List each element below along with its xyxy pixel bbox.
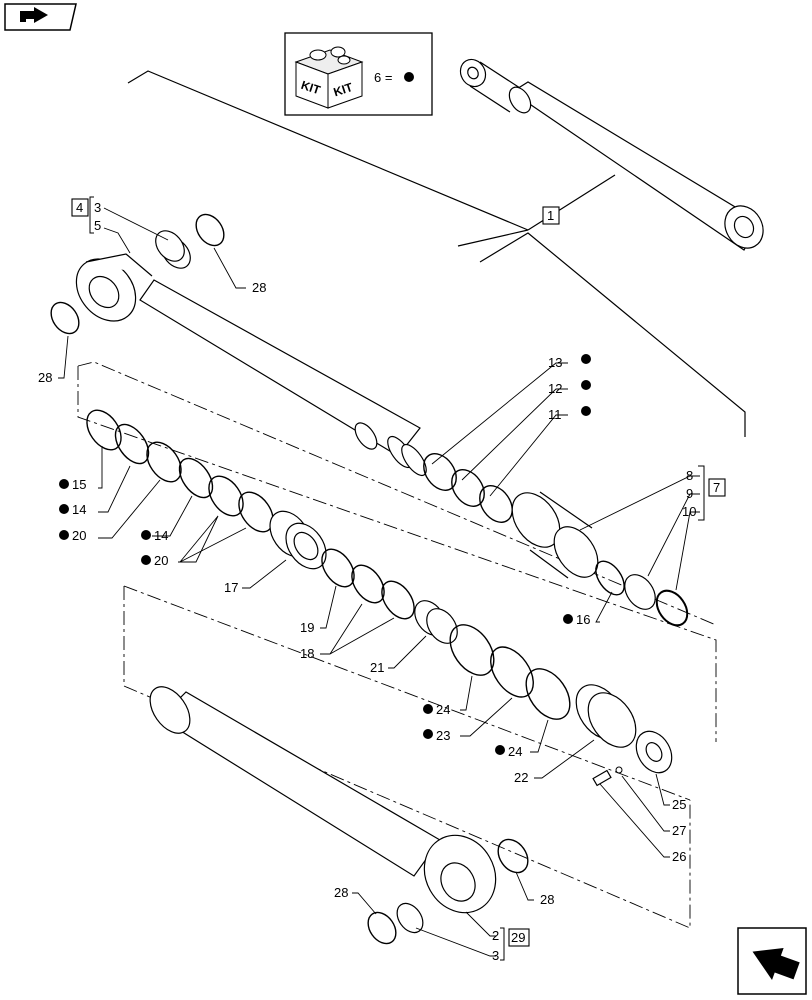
label-16: 16 [576,612,590,627]
label-23: 23 [436,728,450,743]
nut-25 [635,730,673,774]
seals-11-12-13 [423,453,513,523]
label-20-a: 20 [72,528,86,543]
label-14-b: 14 [154,528,168,543]
label-1: 1 [547,208,554,223]
seals-18-19 [321,548,415,620]
piston-22 [575,684,637,748]
kit-markers [59,354,591,755]
kit-word-right: KIT [332,80,355,99]
label-28-top-left: 28 [38,370,52,385]
label-11: 11 [548,407,562,422]
label-5: 5 [94,218,101,233]
kit-legend-equation: 6 = [374,70,392,85]
ball-27 [615,766,623,774]
label-25: 25 [672,797,686,812]
label-12: 12 [548,381,562,396]
label-22: 22 [514,770,528,785]
label-9: 9 [686,486,693,501]
label-2: 2 [492,928,499,943]
label-7: 7 [713,480,720,495]
kit-legend: KIT KIT 6 = [284,32,433,116]
bushing-21 [414,600,458,644]
label-15: 15 [72,477,86,492]
ring-10 [655,589,689,627]
label-18: 18 [300,646,314,661]
screw-26 [592,769,612,787]
label-28-bottom-left: 28 [334,885,348,900]
label-14-a: 14 [72,502,86,517]
label-10: 10 [682,504,696,519]
seals-23-24 [449,624,571,720]
label-17: 17 [224,580,238,595]
dash-dot-frames [77,361,717,929]
leader-lines [58,207,700,957]
o-rings-28 [50,213,529,945]
cylinder-barrel [149,686,497,914]
label-21: 21 [370,660,384,675]
label-27: 27 [672,823,686,838]
gland-17 [269,510,327,570]
next-page-icon[interactable] [737,927,807,995]
frame-lines [127,70,746,437]
label-20-b: 20 [154,553,168,568]
kit-word-left: KIT [299,78,322,97]
label-13: 13 [548,355,562,370]
kit-box-icon: KIT KIT [294,46,364,109]
previous-page-icon[interactable] [4,3,77,31]
bushing-top [155,230,191,269]
label-4: 4 [76,200,83,215]
label-3-bottom: 3 [492,948,499,963]
kit-dot-icon [404,72,414,82]
label-29: 29 [511,930,525,945]
label-19: 19 [300,620,314,635]
o-ring-16 [595,560,625,596]
label-24-b: 24 [508,744,522,759]
assembled-cylinder [459,58,764,251]
rod-seals [86,409,274,533]
label-26: 26 [672,849,686,864]
label-8: 8 [686,468,693,483]
ring-9 [624,574,656,610]
piston-rod [75,253,427,477]
brackets [89,196,705,961]
label-3-top: 3 [94,200,101,215]
label-28-top-right: 28 [252,280,266,295]
item-labels: 1 4 3 5 28 28 13 12 11 8 9 10 7 16 15 14… [38,200,720,963]
bushing-bottom [396,902,424,934]
callout-boxes [71,198,726,947]
label-28-bottom-right: 28 [540,892,554,907]
label-24-a: 24 [436,702,450,717]
cylinder-head-8 [511,491,599,579]
